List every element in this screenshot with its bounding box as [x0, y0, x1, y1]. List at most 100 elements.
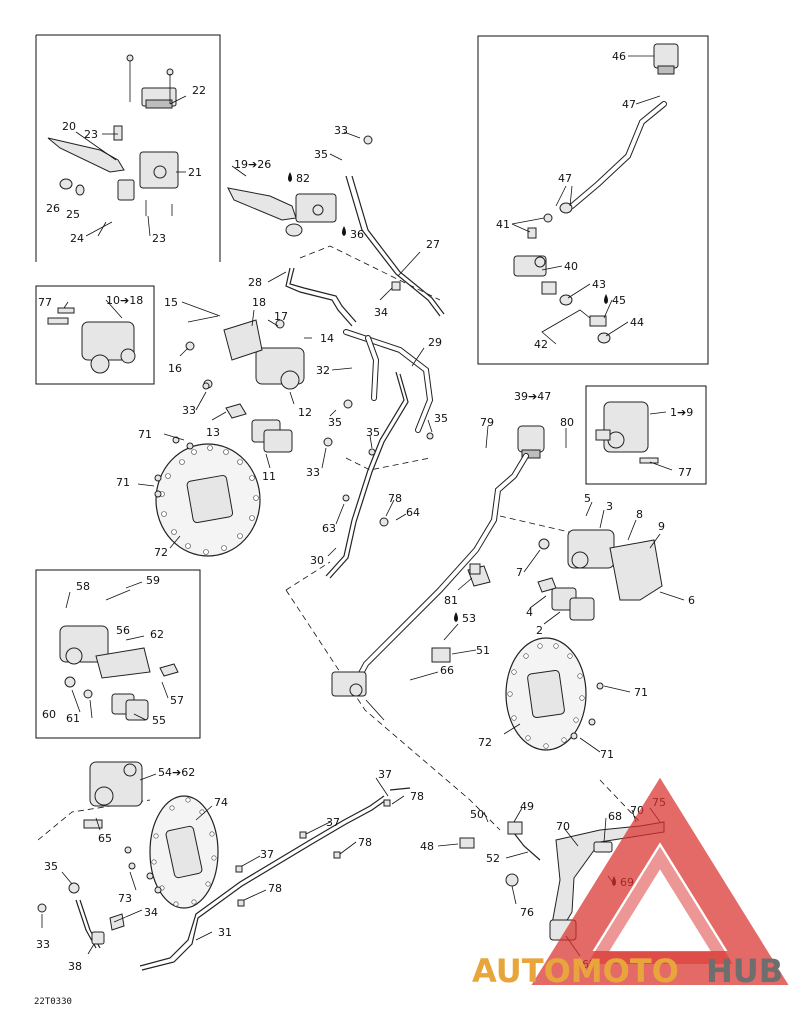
watermark-brand-part1: AUTOMOTO	[472, 952, 679, 990]
drop-icon-45	[604, 294, 608, 304]
callout-49: 49	[520, 800, 534, 813]
callout-23b: 23	[152, 232, 166, 245]
caliper-inset-right	[595, 401, 659, 464]
brake-lines	[75, 175, 529, 971]
callout-23a: 23	[84, 128, 98, 141]
callout-14: 14	[320, 332, 334, 345]
fasteners	[37, 281, 604, 945]
leader-lines	[41, 55, 685, 957]
callout-33a: 33	[334, 124, 348, 137]
caliper-inset-left	[47, 307, 136, 374]
callout-64: 64	[406, 506, 420, 519]
callout-labels: 22 20 23 21 26 25 24 23 19➔26 82 33 35 3…	[34, 50, 695, 1007]
callout-80: 80	[560, 416, 574, 429]
callout-78b: 78	[268, 882, 282, 895]
callout-25: 25	[66, 208, 80, 221]
inset-boxes	[35, 34, 709, 739]
callout-72b: 72	[478, 736, 492, 749]
callout-71a: 71	[138, 428, 152, 441]
callout-76: 76	[520, 906, 534, 919]
watermark: AUTOMOTO HUB	[472, 777, 789, 990]
callout-63: 63	[322, 522, 336, 535]
callout-53: 53	[462, 612, 476, 625]
caliper-rear-inset	[59, 589, 179, 721]
callout-2: 2	[536, 624, 543, 637]
disc-front-left	[155, 443, 261, 557]
callout-61: 61	[66, 712, 80, 725]
callout-44: 44	[630, 316, 644, 329]
callout-1to9: 1➔9	[670, 406, 693, 419]
callout-60: 60	[42, 708, 56, 721]
callout-59: 59	[146, 574, 160, 587]
callout-6: 6	[688, 594, 695, 607]
callout-77a: 77	[38, 296, 52, 309]
callout-73: 73	[118, 892, 132, 905]
callout-11: 11	[262, 470, 276, 483]
callout-36: 36	[350, 228, 364, 241]
callout-10to18: 10➔18	[106, 294, 143, 307]
caliper-front-right	[537, 529, 663, 621]
callout-37a: 37	[260, 848, 274, 861]
callout-35c: 35	[366, 426, 380, 439]
callout-79: 79	[480, 416, 494, 429]
caliper-rear	[83, 761, 143, 829]
callout-68: 68	[608, 810, 622, 823]
callout-34b: 34	[144, 906, 158, 919]
rear-reservoir-assembly	[513, 43, 679, 344]
callout-33b: 33	[182, 404, 196, 417]
drop-icon-53	[454, 612, 458, 622]
callout-56: 56	[116, 624, 130, 637]
callout-35a: 35	[314, 148, 328, 161]
callout-28: 28	[248, 276, 262, 289]
callout-78d: 78	[410, 790, 424, 803]
callout-22: 22	[192, 84, 206, 97]
callout-26: 26	[46, 202, 60, 215]
callout-52: 52	[486, 852, 500, 865]
drawing-code: 22T0330	[34, 997, 72, 1007]
callout-40: 40	[564, 260, 578, 273]
watermark-triangle-logo	[531, 777, 789, 985]
callout-31: 31	[218, 926, 232, 939]
callout-42: 42	[534, 338, 548, 351]
callout-34a: 34	[374, 306, 388, 319]
callout-55: 55	[152, 714, 166, 727]
callout-13: 13	[206, 426, 220, 439]
callout-33c: 33	[306, 466, 320, 479]
callout-21: 21	[188, 166, 202, 179]
callout-38: 38	[68, 960, 82, 973]
callout-72a: 72	[154, 546, 168, 559]
callout-43: 43	[592, 278, 606, 291]
rear-master-cylinder	[331, 565, 491, 721]
callout-78a: 78	[388, 492, 402, 505]
callout-37b: 37	[326, 816, 340, 829]
callout-39to47: 39➔47	[514, 390, 551, 403]
callout-35d: 35	[434, 412, 448, 425]
rear-reservoir-main	[517, 425, 545, 459]
callout-71b: 71	[116, 476, 130, 489]
callout-35b: 35	[328, 416, 342, 429]
callout-27: 27	[426, 238, 440, 251]
callout-16: 16	[168, 362, 182, 375]
callout-50: 50	[470, 808, 484, 821]
callout-71c: 71	[634, 686, 648, 699]
callout-47a: 47	[622, 98, 636, 111]
callout-81: 81	[444, 594, 458, 607]
callout-33d: 33	[36, 938, 50, 951]
callout-51: 51	[476, 644, 490, 657]
master-cylinder-left-assembly	[47, 54, 179, 216]
callout-65: 65	[98, 832, 112, 845]
callout-77b: 77	[678, 466, 692, 479]
callout-20: 20	[62, 120, 76, 133]
callout-8: 8	[636, 508, 643, 521]
callout-9: 9	[658, 520, 665, 533]
callout-3: 3	[606, 500, 613, 513]
callout-12: 12	[298, 406, 312, 419]
callout-82: 82	[296, 172, 310, 185]
callout-15: 15	[164, 296, 178, 309]
callout-47b: 47	[558, 172, 572, 185]
callout-48: 48	[420, 840, 434, 853]
callout-17: 17	[274, 310, 288, 323]
callout-54to62: 54➔62	[158, 766, 195, 779]
callout-5: 5	[584, 492, 591, 505]
callout-30: 30	[310, 554, 324, 567]
